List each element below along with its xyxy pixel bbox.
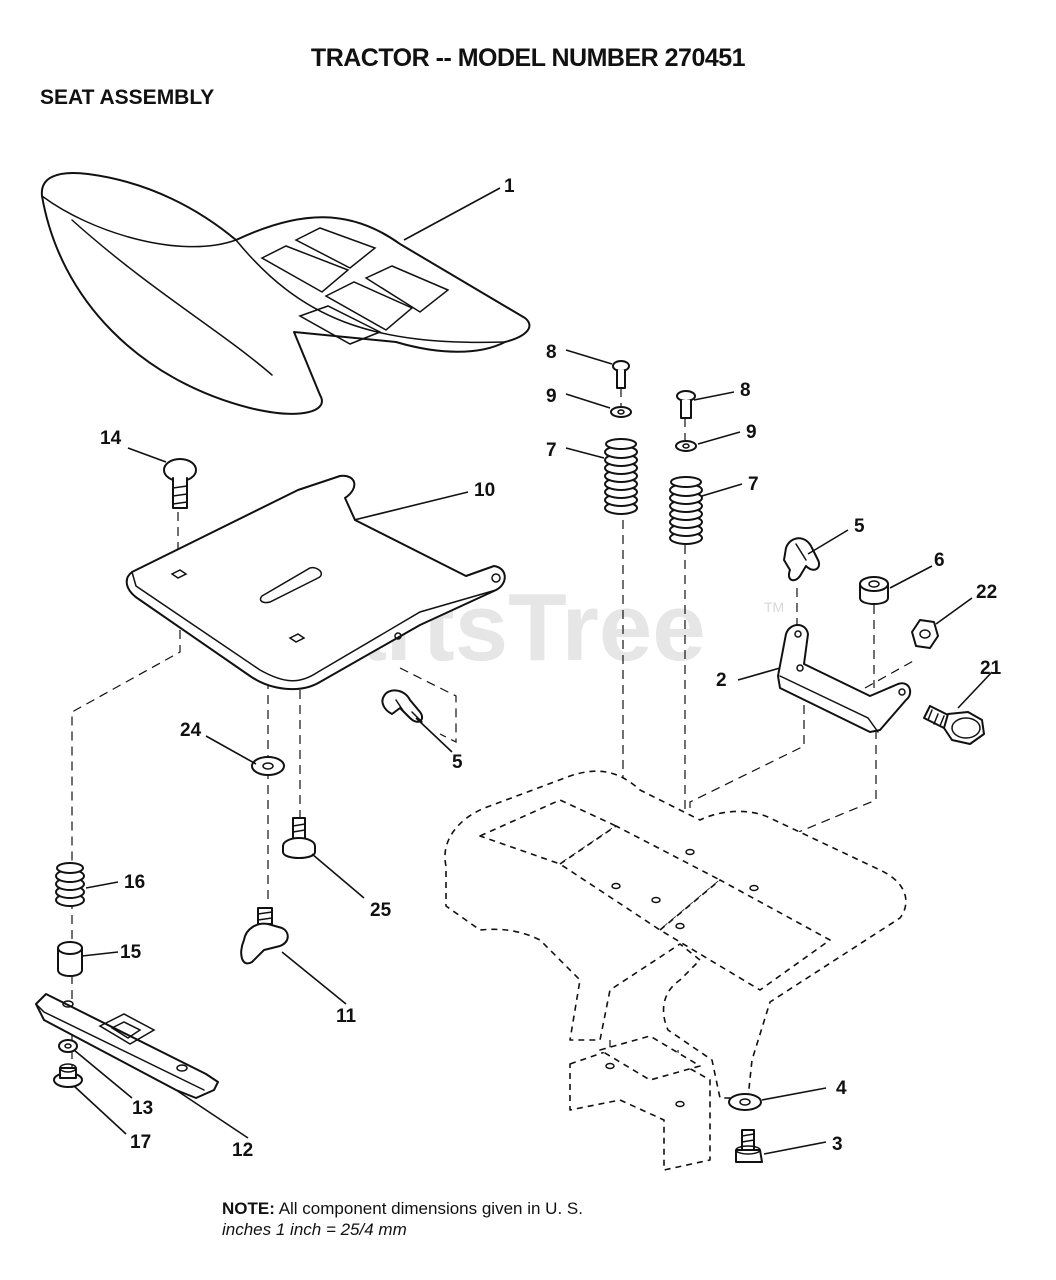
callout-numbers: 1 14 10 8 9 7 8 9 7 5 6 22 21 2 5 24 25 … <box>100 176 1002 1161</box>
callout-15: 15 <box>120 942 142 963</box>
frame-washer <box>728 1093 762 1111</box>
seat-bracket <box>777 624 912 733</box>
spring-stack-left <box>604 360 638 515</box>
callout-2: 2 <box>716 670 727 691</box>
hex-nut-left <box>58 1039 78 1053</box>
callout-5-right: 5 <box>854 516 865 537</box>
compression-spring-left <box>55 862 85 907</box>
callout-25: 25 <box>370 900 392 921</box>
callout-17: 17 <box>130 1132 151 1153</box>
flange-nut <box>53 1063 83 1088</box>
callout-9-left: 9 <box>546 386 557 407</box>
spring-stack-right <box>669 390 703 545</box>
wing-knob <box>240 907 289 965</box>
callout-8-right: 8 <box>740 380 751 401</box>
callout-24: 24 <box>180 720 202 741</box>
clip-left <box>381 689 424 723</box>
callout-4: 4 <box>836 1078 847 1099</box>
callout-leader-lines <box>73 187 993 1155</box>
callout-3: 3 <box>832 1134 843 1155</box>
callout-1: 1 <box>504 176 515 197</box>
seat-slide-plate <box>35 993 219 1099</box>
dimension-note: NOTE: All component dimensions given in … <box>222 1198 583 1240</box>
callout-14: 14 <box>100 428 122 449</box>
assembly-guide-lines <box>71 388 916 1100</box>
clip-right <box>783 537 820 582</box>
callout-5-left: 5 <box>452 752 463 773</box>
shoulder-bolt <box>923 705 985 745</box>
callout-11: 11 <box>336 1006 357 1027</box>
seat-pan <box>125 474 506 691</box>
spacer-bushing <box>57 941 83 977</box>
note-label: NOTE: <box>222 1199 275 1218</box>
tractor-frame-outline <box>444 770 907 1171</box>
hex-bolt <box>735 1129 763 1163</box>
shoulder-screw <box>282 817 316 859</box>
section-title: SEAT ASSEMBLY <box>40 86 215 109</box>
callout-7-right: 7 <box>748 474 759 495</box>
callout-22: 22 <box>976 582 997 603</box>
seat <box>40 172 531 415</box>
callout-16: 16 <box>124 872 145 893</box>
carriage-bolt <box>163 458 197 509</box>
callout-12: 12 <box>232 1140 253 1161</box>
flat-washer <box>251 756 285 776</box>
nut-insert <box>859 576 889 605</box>
hex-nut-right <box>911 619 939 649</box>
watermark-tm: TM <box>764 599 784 615</box>
note-line-1: All component dimensions given in U. S. <box>278 1199 583 1218</box>
callout-13: 13 <box>132 1098 153 1119</box>
callout-7-left: 7 <box>546 440 557 461</box>
note-line-2: inches 1 inch = 25/4 mm <box>222 1220 407 1239</box>
callout-10: 10 <box>474 480 495 501</box>
callout-9-right: 9 <box>746 422 757 443</box>
page-title: TRACTOR -- MODEL NUMBER 270451 <box>310 44 746 72</box>
callout-6: 6 <box>934 550 945 571</box>
callout-21: 21 <box>980 658 1002 679</box>
callout-8-left: 8 <box>546 342 557 363</box>
